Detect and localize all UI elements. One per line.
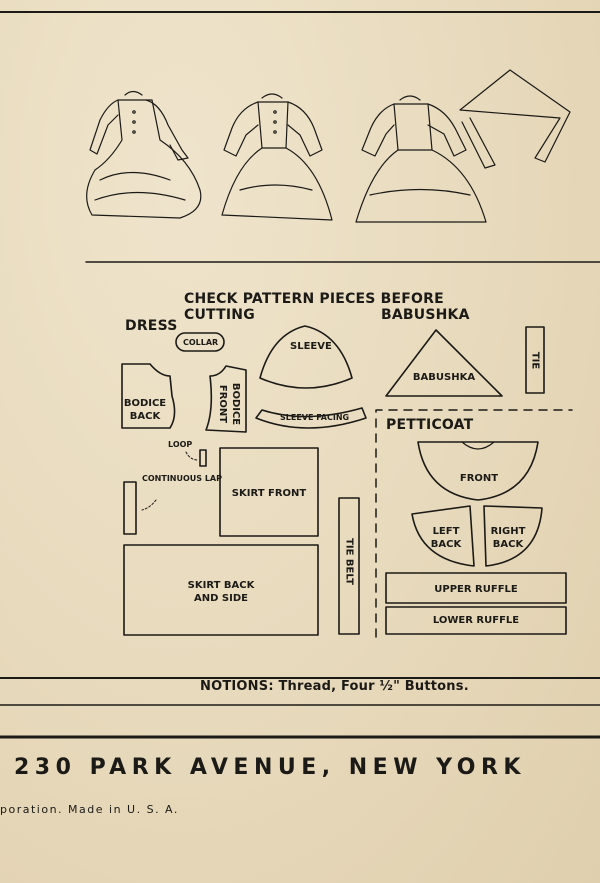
- loop-piece: [199, 449, 207, 467]
- tie-label: TIE: [529, 351, 541, 370]
- tie-piece: [525, 326, 545, 394]
- bodice-front-label-line1: BODICE: [230, 382, 241, 426]
- pattern-heading: CHECK PATTERN PIECES BEFORE CUTTING: [184, 291, 444, 323]
- sleeve-facing-label: SLEEVE FACING: [280, 413, 350, 422]
- dress-sketch-3: [355, 69, 571, 223]
- bodice-back-label-line2: BACK: [129, 411, 161, 422]
- section-babushka: BABUSHKA: [381, 307, 470, 323]
- publisher-address: 230 PARK AVENUE, NEW YORK: [14, 755, 526, 780]
- continuous-lap-piece: [123, 481, 137, 535]
- upper-ruffle-piece: [385, 572, 567, 604]
- dress-sketch-2: [221, 93, 333, 221]
- lap-arrow: [141, 499, 157, 511]
- notions-text: NOTIONS: Thread, Four ½" Buttons.: [200, 679, 469, 694]
- sleeve-facing-piece: [255, 407, 367, 429]
- skirt-front-piece: [219, 447, 319, 537]
- bodice-back-label: BODICE BACK: [120, 397, 170, 423]
- right-back-label-line2: BACK: [492, 539, 524, 550]
- bodice-front-label: BODICE FRONT: [216, 376, 242, 432]
- sleeve-label: SLEEVE: [290, 341, 332, 352]
- lower-ruffle-label: LOWER RUFFLE: [432, 615, 520, 626]
- bodice-back-piece: [121, 363, 176, 429]
- skirt-back-piece: [123, 544, 319, 636]
- skirt-back-label: SKIRT BACK AND SIDE: [124, 579, 318, 605]
- babushka-label: BABUSHKA: [412, 372, 476, 383]
- loop-label: LOOP: [168, 440, 193, 449]
- bodice-front-piece: [205, 365, 247, 433]
- section-dress: DRESS: [125, 318, 178, 334]
- collar-label: COLLAR: [183, 338, 219, 347]
- loop-arrow: [185, 451, 199, 461]
- continuous-lap-label: CONTINUOUS LAP: [142, 474, 222, 483]
- tie-belt-piece: [338, 497, 360, 635]
- left-back-label-line1: LEFT: [432, 526, 460, 537]
- bodice-front-label-line2: FRONT: [217, 384, 228, 424]
- right-back-piece: [483, 505, 543, 567]
- left-back-piece: [411, 505, 475, 567]
- petticoat-border: [375, 409, 573, 638]
- upper-ruffle-label: UPPER RUFFLE: [434, 584, 518, 595]
- petticoat-front-piece: [417, 441, 539, 501]
- dress-sketch-1: [86, 90, 202, 219]
- skirt-back-label-line1: SKIRT BACK: [187, 580, 255, 591]
- left-back-label-line2: BACK: [430, 539, 462, 550]
- petticoat-front-label: FRONT: [459, 473, 499, 484]
- bodice-back-label-line1: BODICE: [123, 398, 167, 409]
- skirt-front-label: SKIRT FRONT: [231, 488, 307, 499]
- left-back-label: LEFT BACK: [422, 525, 470, 551]
- collar-piece: [175, 332, 225, 352]
- right-back-label: RIGHT BACK: [484, 525, 532, 551]
- section-petticoat: PETTICOAT: [386, 417, 474, 433]
- sleeve-piece: [259, 325, 353, 389]
- footer-note: poration. Made in U. S. A.: [0, 803, 179, 816]
- lower-ruffle-piece: [385, 606, 567, 635]
- babushka-piece: [385, 329, 503, 397]
- right-back-label-line1: RIGHT: [490, 526, 526, 537]
- tie-belt-label: TIE BELT: [343, 538, 355, 585]
- skirt-back-label-line2: AND SIDE: [194, 593, 248, 604]
